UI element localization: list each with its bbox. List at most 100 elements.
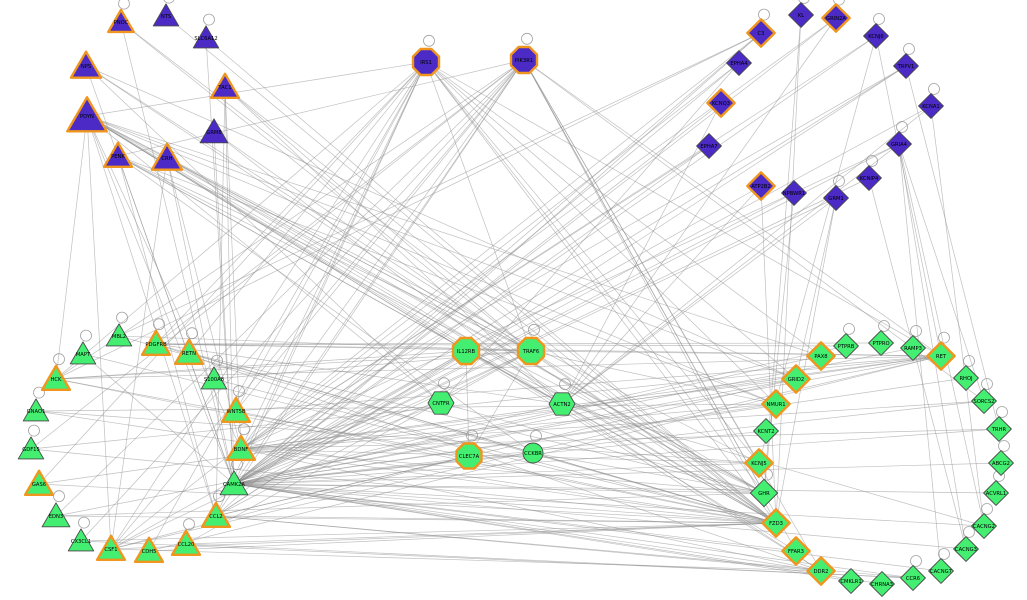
- edge-HCK-FZD3[interactable]: [55, 378, 777, 524]
- node-NMUR1[interactable]: [761, 389, 791, 419]
- node-MBL2[interactable]: [105, 323, 133, 347]
- edge-TRAF6-CAMK2A[interactable]: [233, 350, 532, 485]
- edge-CSF1-DDR2[interactable]: [110, 548, 822, 572]
- node-CCR6[interactable]: [900, 565, 926, 591]
- node-TRHR[interactable]: [986, 416, 1012, 442]
- edge-CAMK2A-ACVRL1[interactable]: [233, 483, 997, 494]
- edge-IRS1-TRAF6[interactable]: [425, 61, 532, 352]
- edge-CAMK2A-KCNJ5[interactable]: [233, 462, 760, 485]
- node-KCNA1[interactable]: [918, 93, 944, 119]
- edge-IRS1-PDYN[interactable]: [86, 61, 427, 117]
- edge-KCNA1-CACNG2[interactable]: [930, 105, 985, 527]
- node-EDN3[interactable]: [41, 502, 71, 528]
- node-GRIA4[interactable]: [886, 131, 912, 157]
- edge-MBL2-FZD3[interactable]: [118, 335, 777, 524]
- edge-CX3CL1-CCR6[interactable]: [80, 540, 914, 579]
- node-CACNG7[interactable]: [928, 558, 954, 584]
- node-NPBWR1[interactable]: [781, 180, 807, 206]
- edge-TRAF6-NMUR1[interactable]: [530, 350, 777, 405]
- edge-IRS1-GAS6[interactable]: [38, 61, 427, 485]
- node-PDYN[interactable]: [66, 96, 108, 133]
- edge-NPS-CAMK2A[interactable]: [85, 65, 235, 485]
- edge-EDN3-FZD3[interactable]: [55, 515, 777, 524]
- edge-CAMK2A-PAX8[interactable]: [233, 355, 822, 485]
- edge-IRS1-CSF1[interactable]: [110, 61, 427, 550]
- edge-MAPT-CAMK2A[interactable]: [82, 353, 235, 485]
- edge-PNOC-CAMK2A[interactable]: [120, 21, 235, 485]
- node-KCNJ6[interactable]: [863, 23, 889, 49]
- edge-KCNA1-ACTN2[interactable]: [561, 105, 932, 405]
- edge-CAMK2A-DDR2[interactable]: [233, 483, 822, 572]
- edge-PIK3R1-PDGFRB[interactable]: [155, 59, 525, 345]
- edge-CAMK2A-CMKLR1[interactable]: [233, 483, 852, 582]
- edge-IRS1-WNT5B[interactable]: [235, 61, 427, 412]
- node-TAC1[interactable]: [209, 72, 241, 100]
- node-RAMP3[interactable]: [900, 335, 926, 361]
- edge-TAC1-ACTN2[interactable]: [224, 86, 563, 405]
- edge-TAC1-CCL2[interactable]: [215, 86, 226, 517]
- edge-CRH-GHR[interactable]: [166, 157, 765, 494]
- edge-BDNF-NMUR1[interactable]: [240, 403, 777, 450]
- edge-ACTN2-DDR2[interactable]: [561, 403, 822, 572]
- node-ACVRL1[interactable]: [983, 480, 1009, 506]
- edge-EPHA4-CNTFR[interactable]: [440, 62, 740, 404]
- edge-GNAO1-FZD3[interactable]: [35, 410, 777, 524]
- edge-PIK3R1-CSF1[interactable]: [110, 59, 525, 550]
- edge-CDH5-FZD3[interactable]: [148, 522, 777, 552]
- edge-IRS1-BDNF[interactable]: [240, 61, 427, 450]
- edge-IL12RB2-HCK[interactable]: [55, 350, 467, 380]
- edge-TRAF6-CCL20[interactable]: [185, 350, 532, 545]
- edge-CLEC7A-HCK[interactable]: [55, 378, 470, 457]
- edge-CSF1-FZD3[interactable]: [110, 522, 777, 550]
- node-KCNIP4[interactable]: [856, 165, 882, 191]
- edge-GRIN2A-ACTN2[interactable]: [561, 17, 837, 405]
- edge-IRS1-HCK[interactable]: [55, 61, 427, 380]
- node-KCNT2[interactable]: [753, 418, 779, 444]
- edge-PDGFRB-PTPRB[interactable]: [155, 343, 847, 347]
- edge-TAC1-FZD3[interactable]: [224, 86, 777, 524]
- edge-BDNF-RET[interactable]: [240, 355, 942, 450]
- node-CLEC7A[interactable]: [455, 442, 483, 470]
- edge-EPHA7-BDNF[interactable]: [240, 145, 710, 450]
- edge-NPBWR1-CAMK2A[interactable]: [233, 192, 795, 485]
- edge-NPS-GRID2[interactable]: [85, 65, 797, 380]
- edge-PIK3R1-EDN3[interactable]: [55, 59, 525, 517]
- node-ATP2B2[interactable]: [746, 171, 776, 201]
- node-KCNQ3[interactable]: [706, 88, 736, 118]
- edge-PIK3R1-CX3CL1[interactable]: [80, 59, 525, 542]
- edge-CDH5-RET[interactable]: [148, 355, 942, 552]
- edge-GRIA4-CACNG3[interactable]: [898, 143, 967, 550]
- node-PNOC[interactable]: [107, 8, 135, 34]
- edge-GRIA4-ACTN2[interactable]: [561, 143, 900, 405]
- edge-BDNF-GHR[interactable]: [240, 448, 765, 494]
- edge-NPS-TRAF6[interactable]: [85, 65, 532, 352]
- edge-IL12RB2-CAMK2A[interactable]: [233, 350, 467, 485]
- edge-CRH-CSF1[interactable]: [110, 157, 168, 550]
- edge-BDNF-FZD3[interactable]: [240, 448, 777, 524]
- node-PENK[interactable]: [102, 141, 134, 169]
- edge-PENK-TRAF6[interactable]: [117, 155, 532, 352]
- edge-CAMK2A-CACNG7[interactable]: [233, 483, 942, 572]
- edge-PDYN-CSF1[interactable]: [86, 115, 112, 550]
- edge-ATP2B2-ACTN2[interactable]: [561, 185, 762, 405]
- edge-PDYN-HCK[interactable]: [55, 115, 88, 380]
- edge-GDF15-RET[interactable]: [30, 355, 942, 450]
- node-S100A8[interactable]: [200, 366, 228, 390]
- node-CACNG2[interactable]: [971, 513, 997, 539]
- edge-S100A8-FZD3[interactable]: [213, 378, 777, 524]
- node-IL12RB2[interactable]: [451, 336, 481, 366]
- edge-PDYN-CAMK2A[interactable]: [86, 115, 235, 485]
- edge-GAS6-FZD3[interactable]: [38, 483, 777, 524]
- node-SLC6A12[interactable]: [192, 25, 220, 49]
- edge-GRIA4-SORCS2[interactable]: [898, 143, 985, 402]
- node-GRIN2A[interactable]: [821, 3, 851, 33]
- node-GNAO1[interactable]: [22, 398, 50, 422]
- edge-PDYN-CCL2[interactable]: [86, 115, 217, 517]
- node-C3[interactable]: [746, 18, 776, 48]
- edge-C3-HCK[interactable]: [55, 32, 762, 380]
- edge-CCL2-GRID2[interactable]: [215, 378, 797, 517]
- node-PTPRB[interactable]: [833, 333, 859, 359]
- edge-CAMK2A-CACNG3[interactable]: [233, 483, 967, 550]
- edge-KL-GHR[interactable]: [763, 14, 802, 494]
- edge-ATP2B2-CAMK2A[interactable]: [233, 185, 762, 485]
